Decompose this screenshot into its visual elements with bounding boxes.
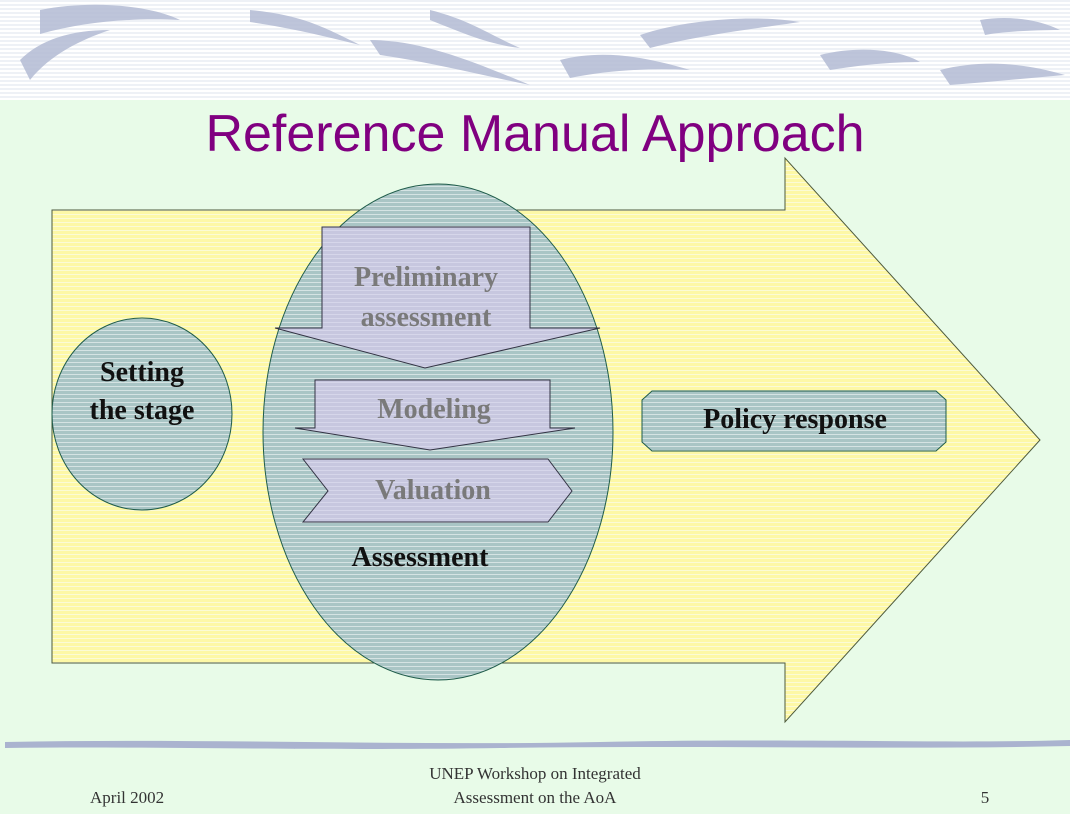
preliminary-assessment-label: Preliminary assessment xyxy=(353,262,499,333)
footer-divider xyxy=(5,740,1070,749)
policy-response-box xyxy=(641,390,947,452)
setting-the-stage-label: Setting the stage xyxy=(89,357,195,426)
modeling-arrow xyxy=(294,379,576,451)
footer-page-number: 5 xyxy=(980,788,990,807)
header-decoration-band xyxy=(0,0,1070,100)
slide-title: Reference Manual Approach xyxy=(205,105,865,163)
policy-response-label: Policy response xyxy=(703,404,887,435)
preliminary-assessment-arrow xyxy=(274,226,601,369)
valuation-chevron xyxy=(301,458,573,523)
footer-center-line-1: UNEP Workshop on Integrated xyxy=(429,764,641,783)
assessment-label: Assessment xyxy=(351,542,489,573)
valuation-label: Valuation xyxy=(375,475,491,506)
setting-the-stage-circle xyxy=(51,317,233,511)
footer-date: April 2002 xyxy=(90,788,165,807)
modeling-label: Modeling xyxy=(377,394,491,425)
header-brush-strokes xyxy=(20,4,1065,85)
footer-center-line-2: Assessment on the AoA xyxy=(453,788,617,807)
